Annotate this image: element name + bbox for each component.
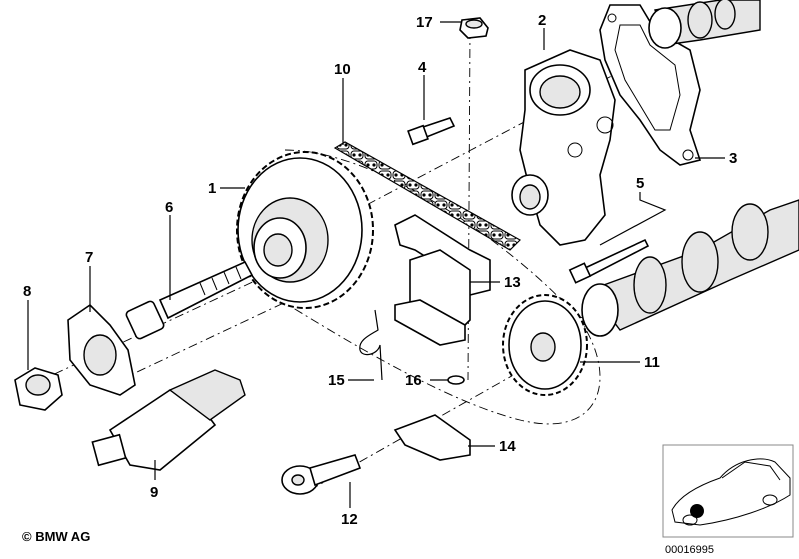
copyright-text: © BMW AG [22, 529, 90, 544]
callout-14: 14 [499, 438, 516, 455]
callout-16: 16 [405, 372, 422, 389]
callout-11: 11 [644, 354, 660, 371]
callout-8: 8 [23, 283, 31, 300]
callout-13: 13 [504, 274, 521, 291]
sprocket-part-1 [236, 151, 374, 309]
callout-10: 10 [334, 61, 351, 78]
camshaft-top [648, 0, 761, 49]
camshaft-right [581, 199, 799, 337]
callout-1: 1 [208, 180, 216, 197]
guide-part-14 [393, 414, 471, 461]
bolt-part-12 [281, 454, 362, 495]
washer-part-7 [67, 303, 136, 396]
callout-7: 7 [85, 249, 93, 266]
callout-6: 6 [165, 199, 173, 216]
car-thumbnail: 00016995 [662, 444, 794, 556]
callout-3: 3 [729, 150, 737, 167]
callout-2: 2 [538, 12, 546, 29]
sprocket-part-11 [502, 294, 588, 396]
bolt-part-5 [568, 238, 650, 284]
callout-5: 5 [636, 175, 644, 192]
callout-labels: 1 2 3 4 5 6 7 8 9 10 11 12 13 14 15 16 1… [23, 12, 737, 528]
document-number: 00016995 [665, 544, 714, 556]
nut-part-17 [459, 17, 489, 39]
oring-part-16 [447, 375, 465, 385]
nut-part-8 [14, 367, 63, 411]
leader-lines [27, 21, 725, 508]
callout-17: 17 [416, 14, 433, 31]
location-marker-icon [690, 504, 704, 518]
guide-part-13 [394, 214, 491, 346]
callout-12: 12 [341, 511, 358, 528]
bolt-part-6 [125, 260, 254, 340]
callout-4: 4 [418, 59, 427, 76]
solenoid-part-9 [91, 369, 246, 471]
bolt-part-4 [407, 117, 456, 146]
housing-part-2 [511, 49, 616, 246]
chain-part-10 [333, 141, 521, 251]
callout-15: 15 [328, 372, 345, 389]
spring-part-15 [359, 309, 383, 381]
callout-9: 9 [150, 484, 158, 501]
